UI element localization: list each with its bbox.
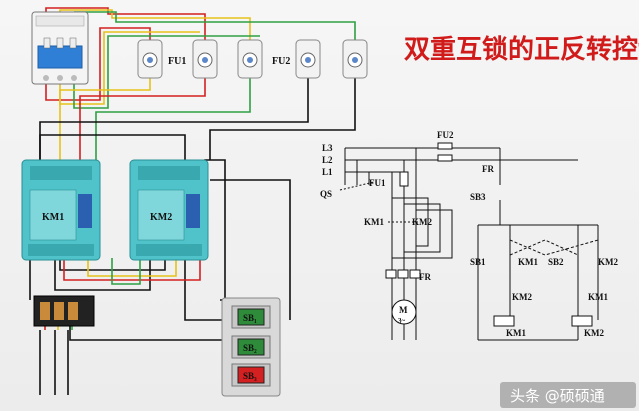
physical-wiring: FU1 FU2 KM1 KM2 [21,7,368,397]
watermark-backdrop [500,382,636,408]
fuse-label-fu1: FU1 [168,56,186,67]
button-label-sb3: SB₃ [243,371,257,381]
schematic-labels: L3 L2 L1 QS FU1 FU2 KM1 KM2 FR M 3~ FR S… [320,130,618,338]
button-sb2: SB₂ [231,335,271,359]
wire-bundle-top [45,7,356,150]
fuse-holder [192,39,218,79]
interlock-contact-km2: KM2 [512,292,532,302]
schematic [339,142,599,341]
watermark-text: 头条 @硕硕通 [510,387,605,405]
main-contact-label-km2: KM2 [412,217,432,227]
relay-contact-label: FR [482,164,494,174]
contactor-label-km1: KM1 [42,212,64,223]
button-sb1: SB₁ [231,305,271,329]
fuse-holder [237,39,263,79]
fuse-holder [295,39,321,79]
thermal-label-fr: FR [419,272,431,282]
phase-label-l2: L2 [322,155,333,165]
button-label-sb1: SB₁ [243,313,257,323]
fuse-holder [342,39,368,79]
button-sb3: SB₃ [231,363,271,387]
motor-label: M [399,305,408,315]
fuse-label-main: FU1 [369,178,386,188]
wire-bundle-black [29,78,356,395]
fuse-label-fu2: FU2 [272,56,290,67]
contactor-label-km2: KM2 [150,212,172,223]
switch-label-qs: QS [320,189,332,199]
motor-sub-label: 3~ [398,317,406,325]
fuse-holders [137,39,368,79]
diagram-title: 双重互锁的正反转控制 [404,34,639,65]
thermal-relay [33,295,95,327]
seal-contact-km2: KM2 [598,257,618,267]
start-button-sb1: SB1 [470,257,486,267]
contactor-km1: KM1 [21,159,101,261]
button-label-sb2: SB₂ [243,343,257,353]
phase-label-l1: L1 [322,167,333,177]
fuse-label-ctrl: FU2 [437,130,454,140]
phase-label-l3: L3 [322,143,333,153]
coil-label-km1: KM1 [506,328,526,338]
interlock-contact-km1: KM1 [588,292,608,302]
stop-button-label: SB3 [470,192,486,202]
start-button-sb2: SB2 [548,257,564,267]
fuse-holder [137,39,163,79]
circuit-breaker [31,11,89,85]
main-contact-label-km1: KM1 [364,217,384,227]
contactor-km2: KM2 [129,159,209,261]
coil-label-km2: KM2 [584,328,604,338]
seal-contact-km1: KM1 [518,257,538,267]
